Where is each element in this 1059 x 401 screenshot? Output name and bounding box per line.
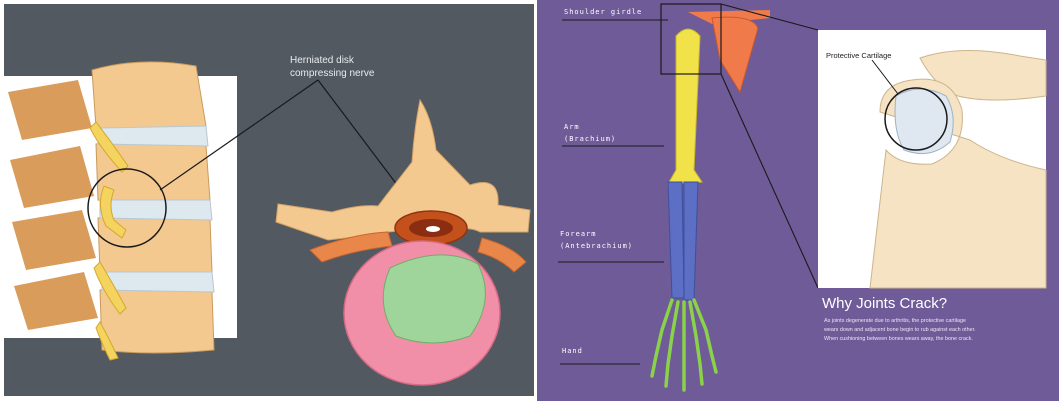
hand-label: Hand (562, 347, 583, 355)
arm-skeleton (652, 4, 770, 390)
radius (668, 182, 684, 298)
arm-label: Arm (Brachium) (564, 123, 616, 143)
why-joints-crack-body: As joints degenerate due to arthritis, t… (823, 318, 977, 342)
why-joints-crack-heading: Why Joints Crack? (822, 295, 947, 312)
hand-bones (652, 300, 716, 390)
vertebra-1 (92, 62, 206, 130)
zoom-line-bottom (721, 74, 818, 288)
spine-cross-section (276, 100, 530, 385)
disc-3 (102, 272, 214, 292)
scapula (712, 17, 758, 92)
cord-center (426, 226, 440, 232)
shoulder-girdle-label: Shoulder girdle (564, 8, 642, 16)
forearm-label: Forearm (Antebrachium) (560, 230, 633, 250)
protective-cartilage-label: Protective Cartilage (826, 51, 891, 60)
cartilage (895, 89, 953, 154)
humerus (668, 29, 702, 184)
shoulder-joint-inset: Protective Cartilage (818, 30, 1046, 288)
herniated-disk-label: Herniated disk compressing nerve (290, 55, 375, 79)
spine-side-view (4, 62, 237, 360)
ulna (684, 182, 698, 300)
disc-nucleus (383, 255, 485, 343)
disc-2-herniated (100, 200, 212, 220)
nerve-root-right (478, 238, 526, 272)
region-labels: Shoulder girdle Arm (Brachium) Forearm (… (558, 8, 668, 364)
disc-1 (98, 126, 208, 146)
